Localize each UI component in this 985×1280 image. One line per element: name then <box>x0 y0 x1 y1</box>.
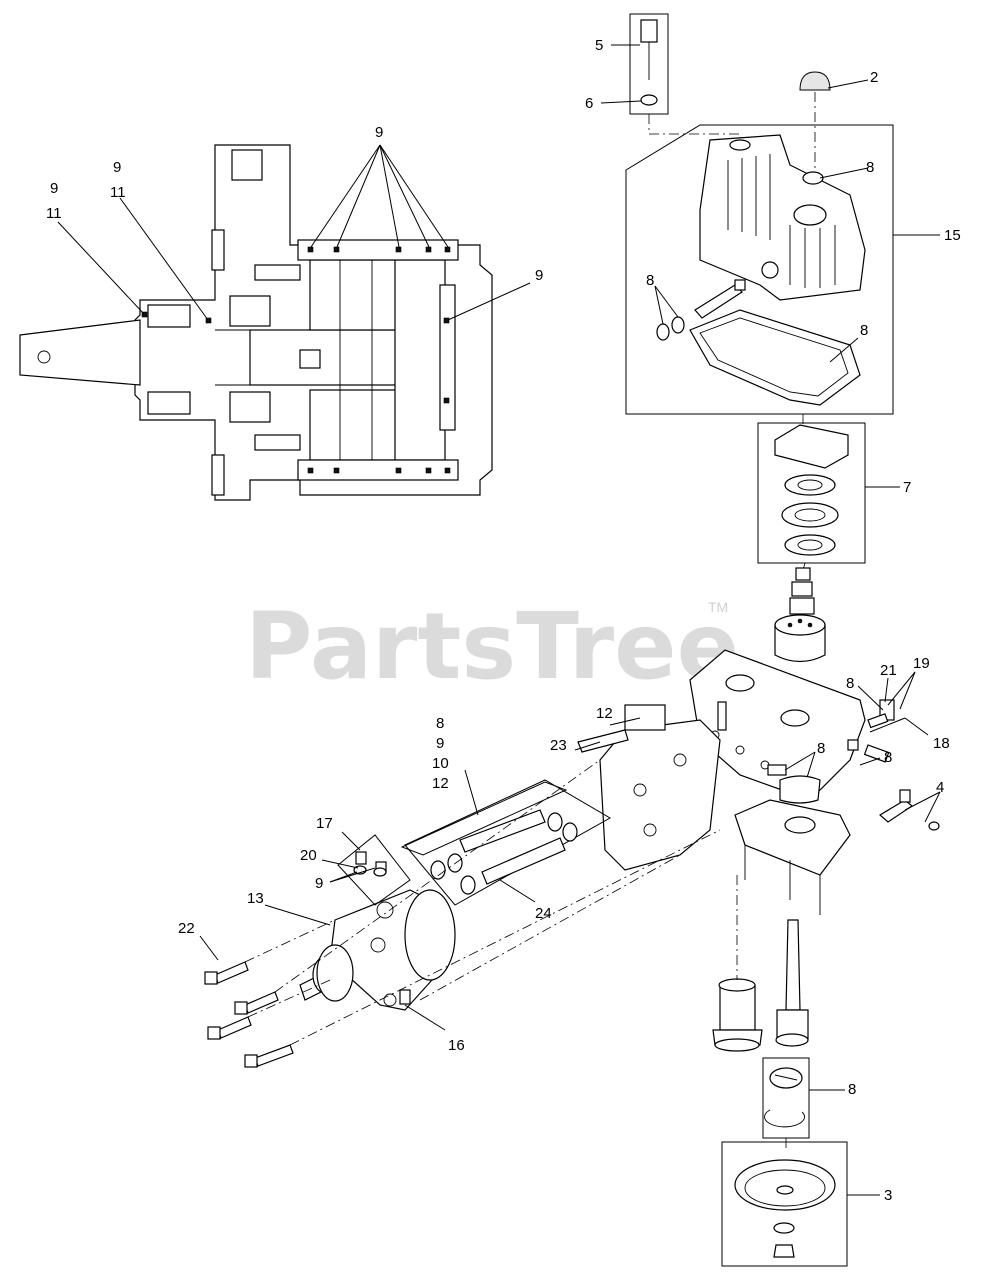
callout-19: 19 <box>913 655 930 672</box>
callout-12-piston-kit: 12 <box>432 775 449 792</box>
callout-17: 17 <box>316 815 333 832</box>
watermark-trademark: TM <box>708 599 728 615</box>
callout-11-left: 11 <box>46 205 62 222</box>
callout-8-valve: 8 <box>846 675 854 692</box>
transaxle-cross-section <box>19 144 493 501</box>
callout-7: 7 <box>903 479 911 496</box>
callout-8-housing-seals: 8 <box>646 272 654 289</box>
callout-12-housing: 12 <box>596 705 613 722</box>
center-section <box>689 649 940 831</box>
callout-8-gasket: 8 <box>860 322 868 339</box>
bearing-snapring-box <box>762 1057 810 1139</box>
callout-10: 10 <box>432 755 449 772</box>
callout-8-fitting: 8 <box>884 749 892 766</box>
callout-9-section-left: 9 <box>50 180 58 197</box>
callout-4: 4 <box>936 779 944 796</box>
breather-cap <box>799 71 831 91</box>
callout-5: 5 <box>595 37 603 54</box>
piston-kit-box <box>404 779 612 906</box>
callout-16: 16 <box>448 1037 465 1054</box>
lower-housing <box>734 775 851 915</box>
callout-21: 21 <box>880 662 897 679</box>
callout-labels: 2 3 4 5 6 7 8 8 8 8 8 8 8 8 9 9 9 9 9 9 … <box>46 37 961 1204</box>
callout-9-section-mid: 9 <box>113 159 121 176</box>
callout-9-valve: 9 <box>315 875 323 892</box>
callout-15: 15 <box>944 227 961 244</box>
callout-24: 24 <box>535 905 552 922</box>
callout-9-section-right: 9 <box>535 267 543 284</box>
callout-8-piston-kit: 8 <box>436 715 444 732</box>
dipstick-cap-box <box>629 13 669 115</box>
callout-8-bearing: 8 <box>848 1081 856 1098</box>
callout-22: 22 <box>178 920 195 937</box>
cylinder-block <box>774 567 826 663</box>
pulley-box <box>721 1141 848 1267</box>
callout-3: 3 <box>884 1187 892 1204</box>
filter-cartridge <box>712 978 763 1052</box>
motor-housing <box>577 704 721 871</box>
callout-23: 23 <box>550 737 567 754</box>
housing-cover-box <box>625 124 894 415</box>
callout-11-mid: 11 <box>110 184 126 201</box>
callout-20: 20 <box>300 847 317 864</box>
callout-8-housing-plug: 8 <box>866 159 874 176</box>
callout-9-piston-kit: 9 <box>436 735 444 752</box>
callout-13: 13 <box>247 890 264 907</box>
bolts <box>204 961 294 1068</box>
callout-18: 18 <box>933 735 950 752</box>
input-shaft <box>775 919 809 1047</box>
callout-6: 6 <box>585 95 593 112</box>
callout-9-section-top: 9 <box>375 124 383 141</box>
callout-8-center: 8 <box>817 740 825 757</box>
thrust-bearing-box <box>757 422 866 564</box>
motor-front <box>299 889 456 1011</box>
watermark-text: PartsTree <box>245 593 739 700</box>
callout-2: 2 <box>870 69 878 86</box>
